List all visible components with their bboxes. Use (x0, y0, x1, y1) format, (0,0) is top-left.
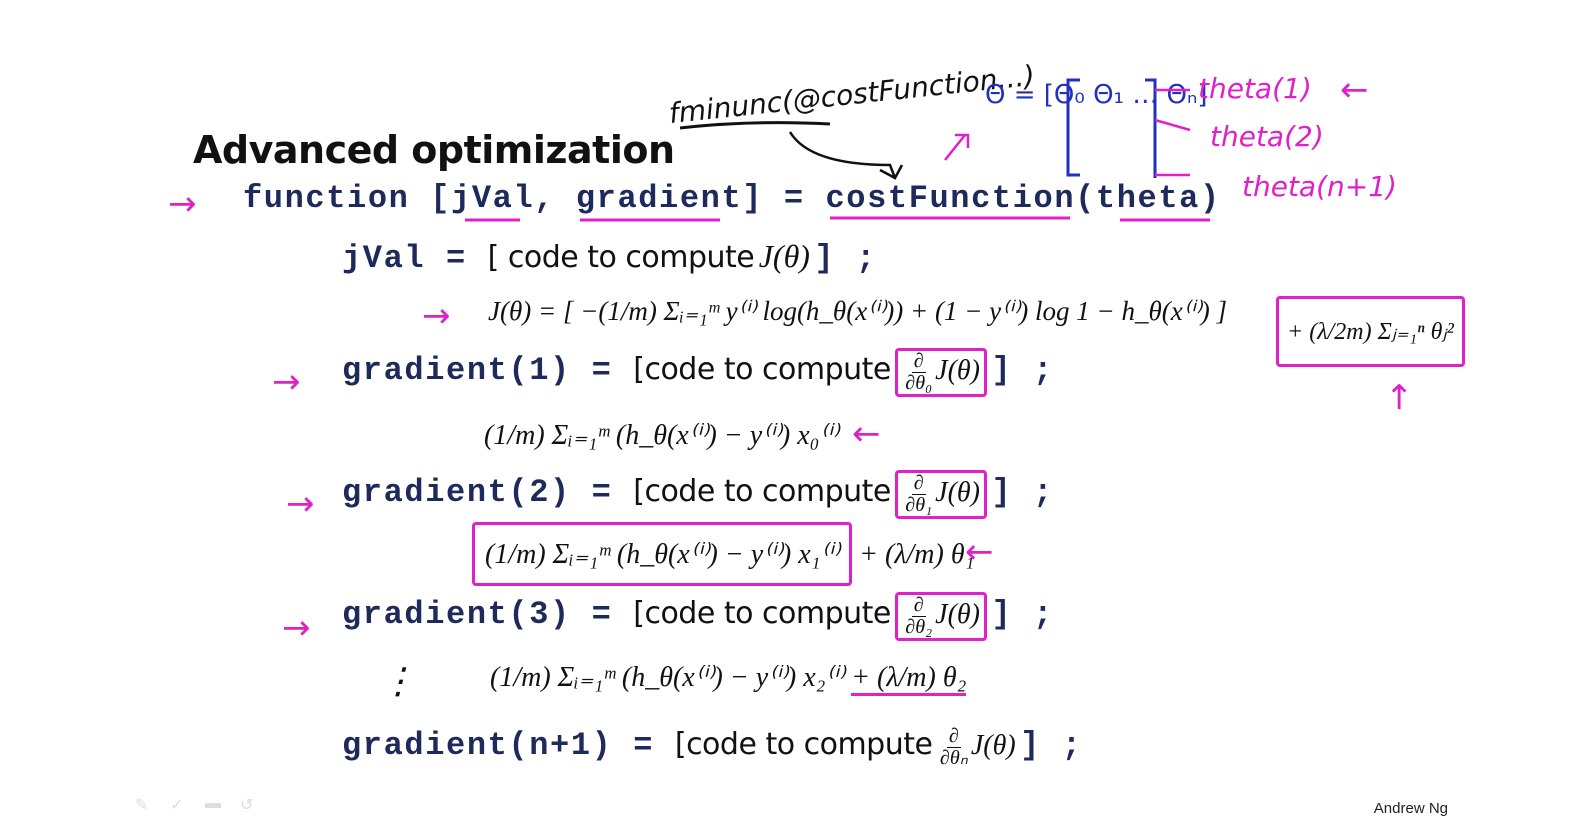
eraser-tool-icon[interactable]: ▬ (205, 795, 221, 812)
j-theta: J(θ) (935, 599, 981, 631)
theta-n1-annotation: theta(n+1) (1242, 170, 1397, 203)
regularization-term: + (λ/2m) Σⱼ₌₁ⁿ θⱼ² (1276, 296, 1465, 367)
end-bracket: ] ; (1020, 727, 1083, 765)
code-to-compute: [code to compute (633, 474, 891, 510)
gradient-3-reg: + (λ/m) θ₂ (851, 662, 967, 696)
partial-num: ∂ (911, 594, 926, 618)
gradient-n1-lhs: gradient(n+1) = (342, 727, 675, 765)
partial-den: ∂θ₂ (905, 616, 933, 639)
left-arrow-icon: ← (965, 532, 994, 572)
arrow-icon: → (282, 608, 311, 648)
code-to-compute: [code to compute (633, 352, 891, 388)
gradient-1-formula: (1/m) Σᵢ₌₁ᵐ (h_θ(x⁽ⁱ⁾) − y⁽ⁱ⁾) x₀⁽ⁱ⁾ (484, 420, 839, 451)
undo-tool-icon[interactable]: ↺ (240, 797, 254, 814)
theta-1-annotation: theta(1) (1198, 72, 1312, 105)
arrow-icon: → (422, 296, 451, 336)
function-signature: function [jVal, gradient] = costFunction… (243, 180, 1221, 217)
j-theta: J(θ) (970, 730, 1016, 762)
partial-num: ∂ (911, 472, 926, 496)
gradient-3-formula: (1/m) Σᵢ₌₁ᵐ (h_θ(x⁽ⁱ⁾) − y⁽ⁱ⁾) x₂⁽ⁱ⁾ + (… (490, 660, 967, 696)
left-arrow-icon: ← (1340, 70, 1369, 110)
j-theta: J(θ) (935, 477, 981, 509)
gradient-2-lhs: gradient(2) = (342, 474, 634, 512)
end-bracket: ] ; (814, 240, 877, 277)
gradient-1-lhs: gradient(1) = (342, 352, 634, 390)
gradient-2-formula: (1/m) Σᵢ₌₁ᵐ (h_θ(x⁽ⁱ⁾) − y⁽ⁱ⁾) x₁⁽ⁱ⁾ + (… (472, 522, 974, 586)
underline-marks (465, 216, 1210, 222)
jval-lhs: jVal = (342, 240, 488, 277)
slide-title: Advanced optimization (193, 128, 675, 172)
jval-line: jVal = [ code to compute J(θ) ] ; (342, 238, 877, 277)
arrow-icon: → (168, 184, 197, 224)
code-to-compute: [ code to compute (487, 240, 755, 275)
theta-2-annotation: theta(2) (1210, 120, 1324, 153)
pen-tool-icon[interactable]: ✎ (135, 797, 149, 814)
j-theta: J(θ) (935, 355, 981, 387)
j-theta: J(θ) (758, 238, 810, 274)
partial-den: ∂θₙ (939, 747, 968, 770)
code-to-compute: [code to compute (633, 596, 891, 632)
gradient-2-reg: + (λ/m) θ₁ (859, 539, 975, 570)
up-arrow-icon: ↑ (1385, 378, 1414, 418)
partial-num: ∂ (946, 725, 961, 749)
arrow-icon: → (272, 362, 301, 402)
partial-num: ∂ (911, 350, 926, 374)
end-bracket: ] ; (991, 474, 1054, 512)
gradient-3-formula-text: (1/m) Σᵢ₌₁ᵐ (h_θ(x⁽ⁱ⁾) − y⁽ⁱ⁾) x₂⁽ⁱ⁾ (490, 662, 845, 693)
theta-vector-annotation: Θ = [Θ₀ Θ₁ … Θₙ] (985, 80, 1208, 110)
gradient-2-formula-box: (1/m) Σᵢ₌₁ᵐ (h_θ(x⁽ⁱ⁾) − y⁽ⁱ⁾) x₁⁽ⁱ⁾ (472, 522, 853, 586)
cost-formula: J(θ) = [ −(1/m) Σᵢ₌₁ᵐ y⁽ⁱ⁾ log(h_θ(x⁽ⁱ⁾)… (488, 296, 1228, 326)
arrow-icon: → (286, 484, 315, 524)
partial-den: ∂θ₁ (905, 494, 933, 517)
code-to-compute: [code to compute (674, 727, 933, 763)
gradient-3-lhs: gradient(3) = (342, 596, 634, 634)
end-bracket: ] ; (991, 352, 1054, 390)
ellipsis: ⋮ (380, 661, 416, 701)
annotation-arrow-curve (679, 121, 904, 180)
end-bracket: ] ; (991, 596, 1054, 634)
reg-term-box: + (λ/2m) Σⱼ₌₁ⁿ θⱼ² (1276, 296, 1465, 367)
left-arrow-icon: ← (852, 414, 881, 454)
partial-den: ∂θ₀ (905, 372, 933, 395)
theta-vector-bracket (944, 78, 1191, 178)
author-signature: Andrew Ng (1373, 800, 1448, 817)
check-tool-icon[interactable]: ✓ (170, 797, 184, 814)
